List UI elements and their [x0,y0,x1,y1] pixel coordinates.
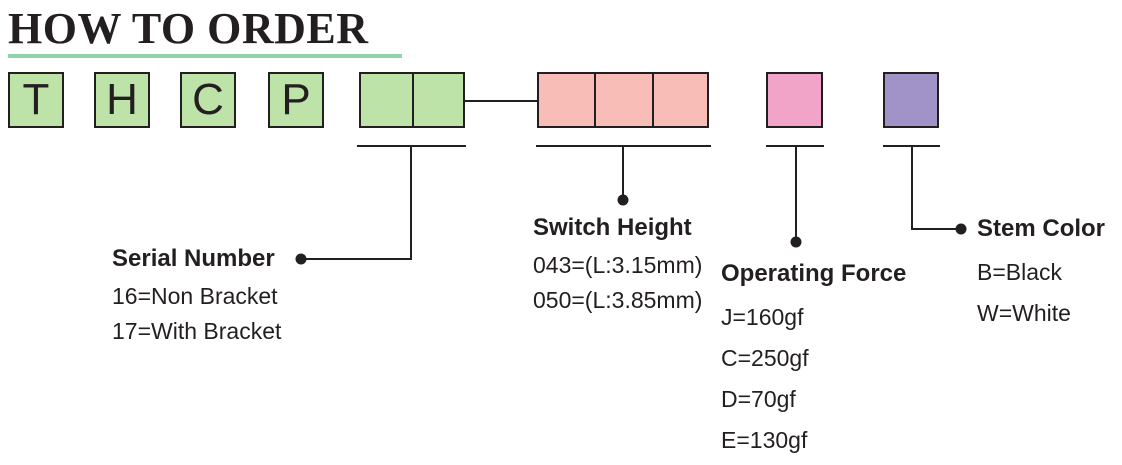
switch-height-slot [537,72,709,128]
switch-height-option: 050=(L:3.85mm) [533,287,703,313]
switch-height-option: 043=(L:3.15mm) [533,252,703,278]
operating-force-dot [790,236,802,248]
serial-number-option: 17=With Bracket [112,318,282,344]
operating-force-option: C=250gf [721,345,809,371]
stem-color-dot [955,223,967,235]
serial-number-dot [295,253,307,265]
code-letter-box-1: T [8,72,64,128]
code-letter-box-4: P [268,72,324,128]
stem-color-option: W=White [977,300,1071,326]
stem-color-option: B=Black [977,259,1063,285]
slot-divider [412,74,414,126]
serial-number-option: 16=Non Bracket [112,283,278,309]
stem-color-heading: Stem Color [977,215,1106,242]
stem-color-leader [911,146,961,230]
code-letter-box-2: H [94,72,150,128]
serial-number-slot [359,72,465,128]
page-title: HOW TO ORDER [8,4,369,53]
switch-height-dot [617,194,629,206]
operating-force-option: J=160gf [721,304,804,330]
code-letter-box-3: C [180,72,236,128]
operating-force-option: E=130gf [721,427,808,453]
serial-number-heading: Serial Number [112,245,275,272]
slot-divider [594,74,596,126]
operating-force-slot [766,72,823,128]
operating-force-option: D=70gf [721,386,796,412]
slot-divider [652,74,654,126]
title-underline [8,54,402,58]
switch-height-heading: Switch Height [533,214,692,241]
serial-number-leader [301,146,412,260]
operating-force-heading: Operating Force [721,260,907,287]
stem-color-slot [883,72,939,128]
